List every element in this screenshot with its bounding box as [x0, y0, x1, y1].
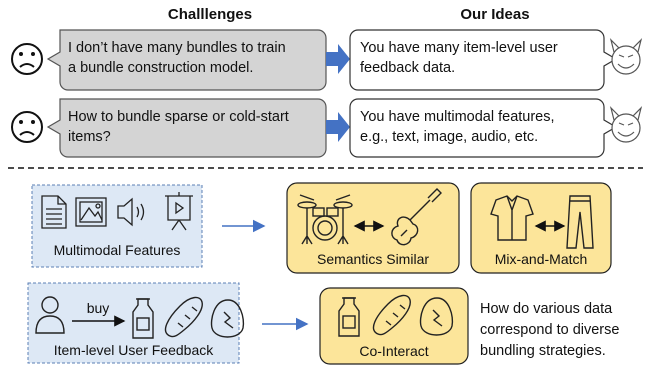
devil-face-icon [609, 106, 643, 143]
idea-bubble-2 [349, 98, 618, 158]
video-icon [165, 192, 193, 231]
guitar-icon [391, 188, 442, 246]
mix-and-match-label: Mix-and-Match [494, 251, 588, 267]
challenge-line: items? [68, 129, 111, 145]
audio-icon [117, 197, 145, 227]
idea-text-1: You have many item-level user feedback d… [360, 38, 600, 78]
document-icon [41, 195, 67, 229]
user-icon [35, 296, 65, 334]
question-line: correspond to diverse [480, 322, 620, 338]
egg-icon [419, 297, 454, 336]
pants-icon [566, 195, 594, 249]
challenge-bubble-2 [46, 98, 327, 158]
idea-line: You have multimodal features, [360, 109, 555, 125]
challenge-text-1: I don’t have many bundles to train a bun… [68, 38, 323, 78]
feedback-label: Item-level User Feedback [53, 342, 214, 358]
sad-face-icon [11, 111, 43, 143]
idea-line: e.g., text, image, audio, etc. [360, 129, 539, 145]
sad-face-icon [11, 43, 43, 75]
idea-bubble-1 [349, 29, 618, 91]
challenge-line: a bundle construction model. [68, 60, 254, 76]
buy-label: buy [86, 300, 110, 316]
bread-icon [372, 294, 411, 336]
drum-icon [297, 194, 353, 245]
ideas-header: Our Ideas [460, 6, 530, 23]
challenge-text-2: How to bundle sparse or cold-start items… [68, 107, 323, 147]
bundling-question: How do various data correspond to divers… [480, 299, 648, 362]
blue-arrow-icon [326, 112, 350, 142]
egg-icon [210, 299, 245, 338]
bread-icon [164, 296, 203, 338]
idea-line: feedback data. [360, 60, 456, 76]
shirt-icon [490, 195, 534, 241]
challenges-header: Challlenges [167, 6, 253, 23]
milk-bottle-icon [132, 298, 154, 339]
idea-text-2: You have multimodal features, e.g., text… [360, 107, 600, 147]
image-icon [75, 197, 107, 227]
multimodal-features-label: Multimodal Features [53, 242, 181, 258]
milk-bottle-icon [338, 297, 360, 337]
cointeract-label: Co-Interact [359, 343, 429, 359]
semantics-similar-label: Semantics Similar [316, 251, 430, 267]
blue-arrow-icon [326, 44, 350, 74]
challenge-line: I don’t have many bundles to train [68, 40, 286, 56]
question-line: How do various data [480, 301, 613, 317]
question-line: bundling strategies. [480, 343, 606, 359]
challenge-bubble-1 [46, 29, 327, 91]
idea-line: You have many item-level user [360, 40, 558, 56]
challenge-line: How to bundle sparse or cold-start [68, 109, 289, 125]
devil-face-icon [609, 38, 643, 75]
